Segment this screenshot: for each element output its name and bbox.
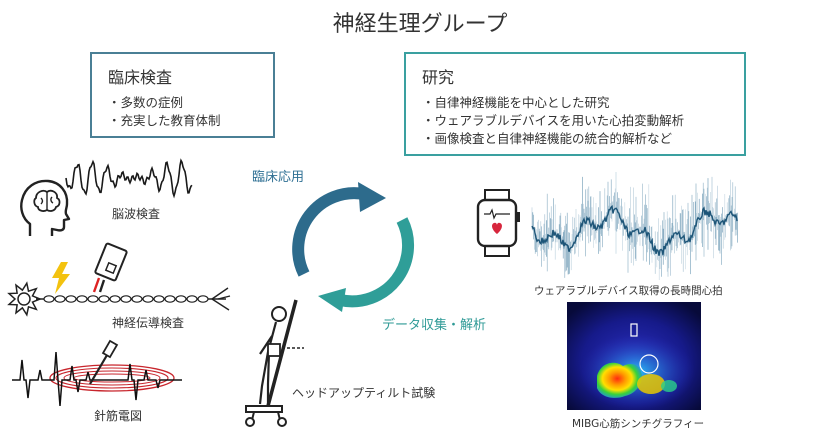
head-brain-icon xyxy=(20,179,71,236)
eeg-wave-graphic xyxy=(65,158,193,199)
research-item: ・自律神経機能を中心とした研究 xyxy=(422,95,610,110)
smartwatch-icon xyxy=(476,189,520,257)
lightning-icon xyxy=(52,262,70,294)
research-list: ・自律神経機能を中心とした研究 ・ウェアラブルデバイスを用いた心拍変動解析 ・画… xyxy=(422,94,684,148)
clinical-exam-list: ・多数の症例 ・充実した教育体制 xyxy=(108,94,221,130)
clinical-exam-heading: 臨床検査 xyxy=(108,68,173,87)
clinical-application-label: 臨床応用 xyxy=(252,170,305,185)
data-collection-label: データ収集・解析 xyxy=(382,318,487,333)
cycle-arrows xyxy=(292,182,415,312)
wearable-caption: ウェアラブルデバイス取得の長時間心拍 xyxy=(534,285,723,297)
emg-label: 針筋電図 xyxy=(94,409,143,423)
research-item: ・画像検査と自律神経機能の統合的解析など xyxy=(422,131,673,146)
neuron-graphic xyxy=(7,281,231,317)
eeg-label: 脳波検査 xyxy=(112,207,161,221)
page-title: 神経生理グループ xyxy=(332,12,508,37)
ncs-label: 神経伝導検査 xyxy=(112,316,185,330)
research-item: ・ウェアラブルデバイスを用いた心拍変動解析 xyxy=(422,113,685,128)
tilt-table-graphic xyxy=(245,299,304,427)
stimulator-icon xyxy=(92,242,128,293)
mibg-caption: MIBG心筋シンチグラフィー xyxy=(572,418,705,430)
heart-rate-trace xyxy=(531,172,738,280)
clinical-exam-box: 臨床検査 ・多数の症例 ・充実した教育体制 xyxy=(90,52,275,138)
tilt-test-label: ヘッドアップティルト試験 xyxy=(292,386,436,400)
research-heading: 研究 xyxy=(422,68,455,87)
research-box: 研究 ・自律神経機能を中心とした研究 ・ウェアラブルデバイスを用いた心拍変動解析… xyxy=(404,52,746,156)
clinical-item: ・多数の症例 xyxy=(108,95,184,110)
clinical-item: ・充実した教育体制 xyxy=(108,113,221,128)
emg-graphic xyxy=(12,339,182,407)
mibg-scintigraphy-image xyxy=(567,302,701,410)
